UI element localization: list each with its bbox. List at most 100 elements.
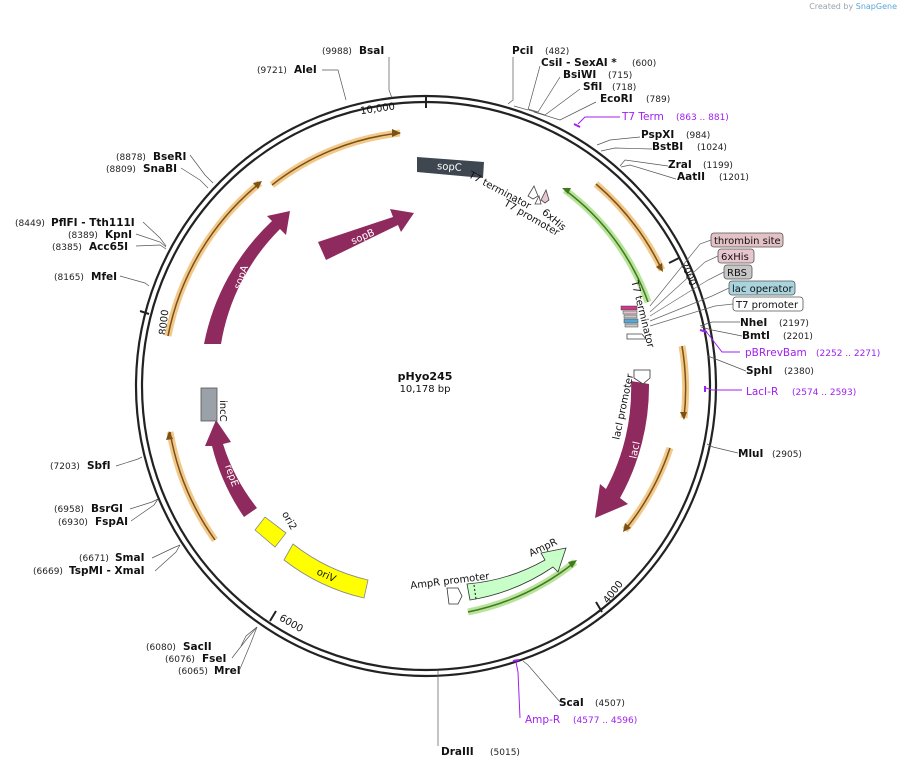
repE-feature: repE xyxy=(205,420,257,517)
svg-text:(6669): (6669) xyxy=(33,567,63,577)
site-nhei: NheI (2197) xyxy=(740,317,809,329)
svg-text:(6930): (6930) xyxy=(58,518,88,528)
svg-text:(2201): (2201) xyxy=(783,332,813,342)
svg-text:ZraI: ZraI xyxy=(668,159,692,171)
site-aatii: AatII(1201) xyxy=(677,171,749,183)
site-tspmi-xmai: (6669) TspMI - XmaI xyxy=(33,565,145,577)
svg-text:(6958): (6958) xyxy=(54,505,84,515)
svg-text:(2380): (2380) xyxy=(784,367,814,377)
feature-box-6xhis-label: 6xHis xyxy=(721,252,749,263)
orf-arc-top-left-line xyxy=(271,132,401,186)
site-leaders xyxy=(115,57,747,746)
tick-marks xyxy=(139,96,680,622)
svg-text:(1199): (1199) xyxy=(703,161,733,171)
svg-text:Amp-R: Amp-R xyxy=(525,714,560,726)
svg-text:(7203): (7203) xyxy=(50,462,80,472)
svg-text:(789): (789) xyxy=(646,95,670,105)
site-bsrgi: (6958) BsrGI xyxy=(54,503,123,515)
oriV-feature: oriV xyxy=(283,543,369,599)
tick-8000 xyxy=(139,310,150,315)
site-labels: (9988)BsaI (9721)AleI PciI(482) CsiI - S… xyxy=(15,45,814,758)
svg-text:AleI: AleI xyxy=(294,64,317,76)
svg-text:FseI: FseI xyxy=(202,653,226,665)
svg-text:SphI: SphI xyxy=(746,365,772,377)
svg-text:(2252 .. 2271): (2252 .. 2271) xyxy=(816,349,880,359)
svg-text:Acc65I: Acc65I xyxy=(89,241,128,253)
svg-text:(984): (984) xyxy=(686,131,710,141)
incC-label: incC xyxy=(217,400,228,422)
orf-arcs xyxy=(164,129,690,616)
svg-text:(1201): (1201) xyxy=(719,173,749,183)
primer-labels: T7 Term(863 .. 881) pBRrevBam(2252 .. 22… xyxy=(525,111,880,726)
sopC-feature: sopC xyxy=(417,157,484,178)
site-bsiwi: BsiWI(715) xyxy=(563,69,632,81)
site-acc65i: (8385) Acc65I xyxy=(52,241,128,253)
plasmid-size: 10,178 bp xyxy=(400,384,451,395)
svg-text:(600): (600) xyxy=(632,59,656,69)
svg-text:(482): (482) xyxy=(545,47,569,57)
tick-labels: 10,000 2000 4000 6000 8000 xyxy=(158,101,698,635)
svg-text:SnaBI: SnaBI xyxy=(143,163,177,175)
svg-text:MluI: MluI xyxy=(738,448,763,460)
site-sacii: (6080)SacII xyxy=(146,641,212,653)
svg-text:PspXI: PspXI xyxy=(641,129,674,141)
svg-text:(4507): (4507) xyxy=(595,699,625,709)
svg-text:PflFI - Tth111I: PflFI - Tth111I xyxy=(51,217,135,229)
svg-text:pBRrevBam: pBRrevBam xyxy=(745,347,807,359)
tick-label-10000: 10,000 xyxy=(360,101,396,117)
svg-text:(715): (715) xyxy=(608,71,632,81)
svg-text:(8385): (8385) xyxy=(52,243,82,253)
feature-box-t7-promoter-label: T7 promoter xyxy=(735,300,799,311)
svg-text:LacI-R: LacI-R xyxy=(746,386,778,398)
primer-amp-r: Amp-R (4577 .. 4596) xyxy=(525,714,637,726)
primer-laci-r: LacI-R(2574 .. 2593) xyxy=(746,386,856,398)
svg-text:(6671): (6671) xyxy=(79,554,109,564)
svg-text:(6065): (6065) xyxy=(178,667,208,677)
site-pflfi-tth111i: (8449) PflFI - Tth111I xyxy=(15,217,135,229)
svg-text:(6080): (6080) xyxy=(146,643,176,653)
svg-text:BstBI: BstBI xyxy=(652,141,683,153)
svg-text:(6076): (6076) xyxy=(165,655,195,665)
svg-text:(8449): (8449) xyxy=(15,219,45,229)
feature-box-rbs: RBS xyxy=(649,264,753,317)
site-bsai: (9988)BsaI xyxy=(322,45,384,57)
svg-text:(8809): (8809) xyxy=(106,165,136,175)
svg-text:(8389): (8389) xyxy=(68,231,98,241)
site-sphi: SphI (2380) xyxy=(746,365,814,377)
svg-text:(2197): (2197) xyxy=(779,319,809,329)
site-zrai: ZraI (1199) xyxy=(668,159,733,171)
svg-text:(4577 .. 4596): (4577 .. 4596) xyxy=(573,716,637,726)
sopC-label: sopC xyxy=(437,161,462,174)
site-smai: (6671)SmaI xyxy=(79,552,145,564)
plasmid-center-label: pHyo245 10,178 bp xyxy=(398,370,453,395)
svg-text:MfeI: MfeI xyxy=(91,271,117,283)
orf-arc-top-left xyxy=(269,129,401,188)
snapgene-credit: Created by SnapGene xyxy=(809,2,897,11)
laci-label: lacI xyxy=(628,440,642,459)
feature-box-lac-operator: lac operator xyxy=(649,280,796,322)
svg-text:NheI: NheI xyxy=(740,317,767,329)
svg-text:(9721): (9721) xyxy=(257,66,287,76)
svg-text:BmtI: BmtI xyxy=(742,330,770,342)
site-alei: (9721) AleI xyxy=(257,64,317,76)
site-mrei: (6065)MreI xyxy=(178,665,241,677)
svg-text:DraIII: DraIII xyxy=(441,746,474,758)
feature-box-thrombin: thrombin site xyxy=(649,232,784,307)
ori2-label: ori2 xyxy=(279,510,298,532)
incC-feature: incC xyxy=(200,387,228,422)
svg-text:BsrGI: BsrGI xyxy=(91,503,123,515)
site-pcii: PciI(482) xyxy=(512,45,569,57)
t7-cassette-right: T7 terminator xyxy=(620,279,656,350)
svg-text:(863 .. 881): (863 .. 881) xyxy=(676,113,729,123)
svg-text:(5015): (5015) xyxy=(490,748,520,758)
site-bseri: (8878)BseRI xyxy=(116,151,186,163)
svg-text:TspMI - XmaI: TspMI - XmaI xyxy=(69,565,145,577)
site-kpni: (8389)KpnI xyxy=(68,229,132,241)
svg-text:ScaI: ScaI xyxy=(559,697,584,709)
feature-box-lac-operator-label: lac operator xyxy=(732,284,793,295)
ori2-feature: ori2 xyxy=(254,510,298,548)
site-bstbi: BstBI (1024) xyxy=(652,141,727,153)
svg-text:BseRI: BseRI xyxy=(153,151,186,163)
svg-text:(1024): (1024) xyxy=(697,143,727,153)
